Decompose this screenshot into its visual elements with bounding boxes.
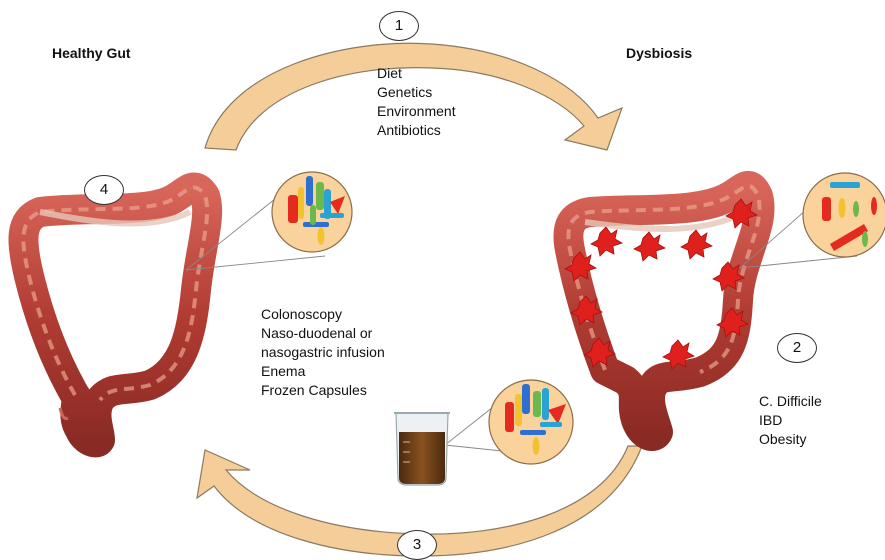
fmt-microbiome-inset: [489, 380, 573, 464]
condition-item: C. Difficile: [759, 392, 822, 411]
condition-item: Obesity: [759, 430, 822, 449]
condition-item: IBD: [759, 411, 822, 430]
dysbiosis-heading: Dysbiosis: [626, 44, 692, 63]
route-item: nasogastric infusion: [261, 343, 385, 362]
cause-item: Environment: [377, 102, 456, 121]
step-3-badge: 3: [397, 530, 437, 560]
route-item: Naso-duodenal or: [261, 324, 385, 343]
cause-item: Antibiotics: [377, 121, 456, 140]
step-1-badge: 1: [379, 11, 419, 41]
healthy-gut-heading: Healthy Gut: [52, 44, 131, 63]
dysbiosis-microbiome-inset: [803, 173, 885, 257]
route-item: Frozen Capsules: [261, 381, 385, 400]
step-4-badge: 4: [84, 175, 124, 205]
route-item: Enema: [261, 362, 385, 381]
healthy-colon: [23, 187, 207, 442]
cause-item: Genetics: [377, 83, 456, 102]
fmt-delivery-routes-list: Colonoscopy Naso-duodenal or nasogastric…: [261, 305, 385, 400]
route-item: Colonoscopy: [261, 305, 385, 324]
step-2-badge: 2: [777, 333, 817, 363]
beaker-icon: [394, 413, 450, 485]
healthy-microbiome-inset: [272, 172, 352, 252]
dysbiosis-conditions-list: C. Difficile IBD Obesity: [759, 392, 822, 449]
dysbiosis-causes-list: Diet Genetics Environment Antibiotics: [377, 64, 456, 140]
cause-item: Diet: [377, 64, 456, 83]
